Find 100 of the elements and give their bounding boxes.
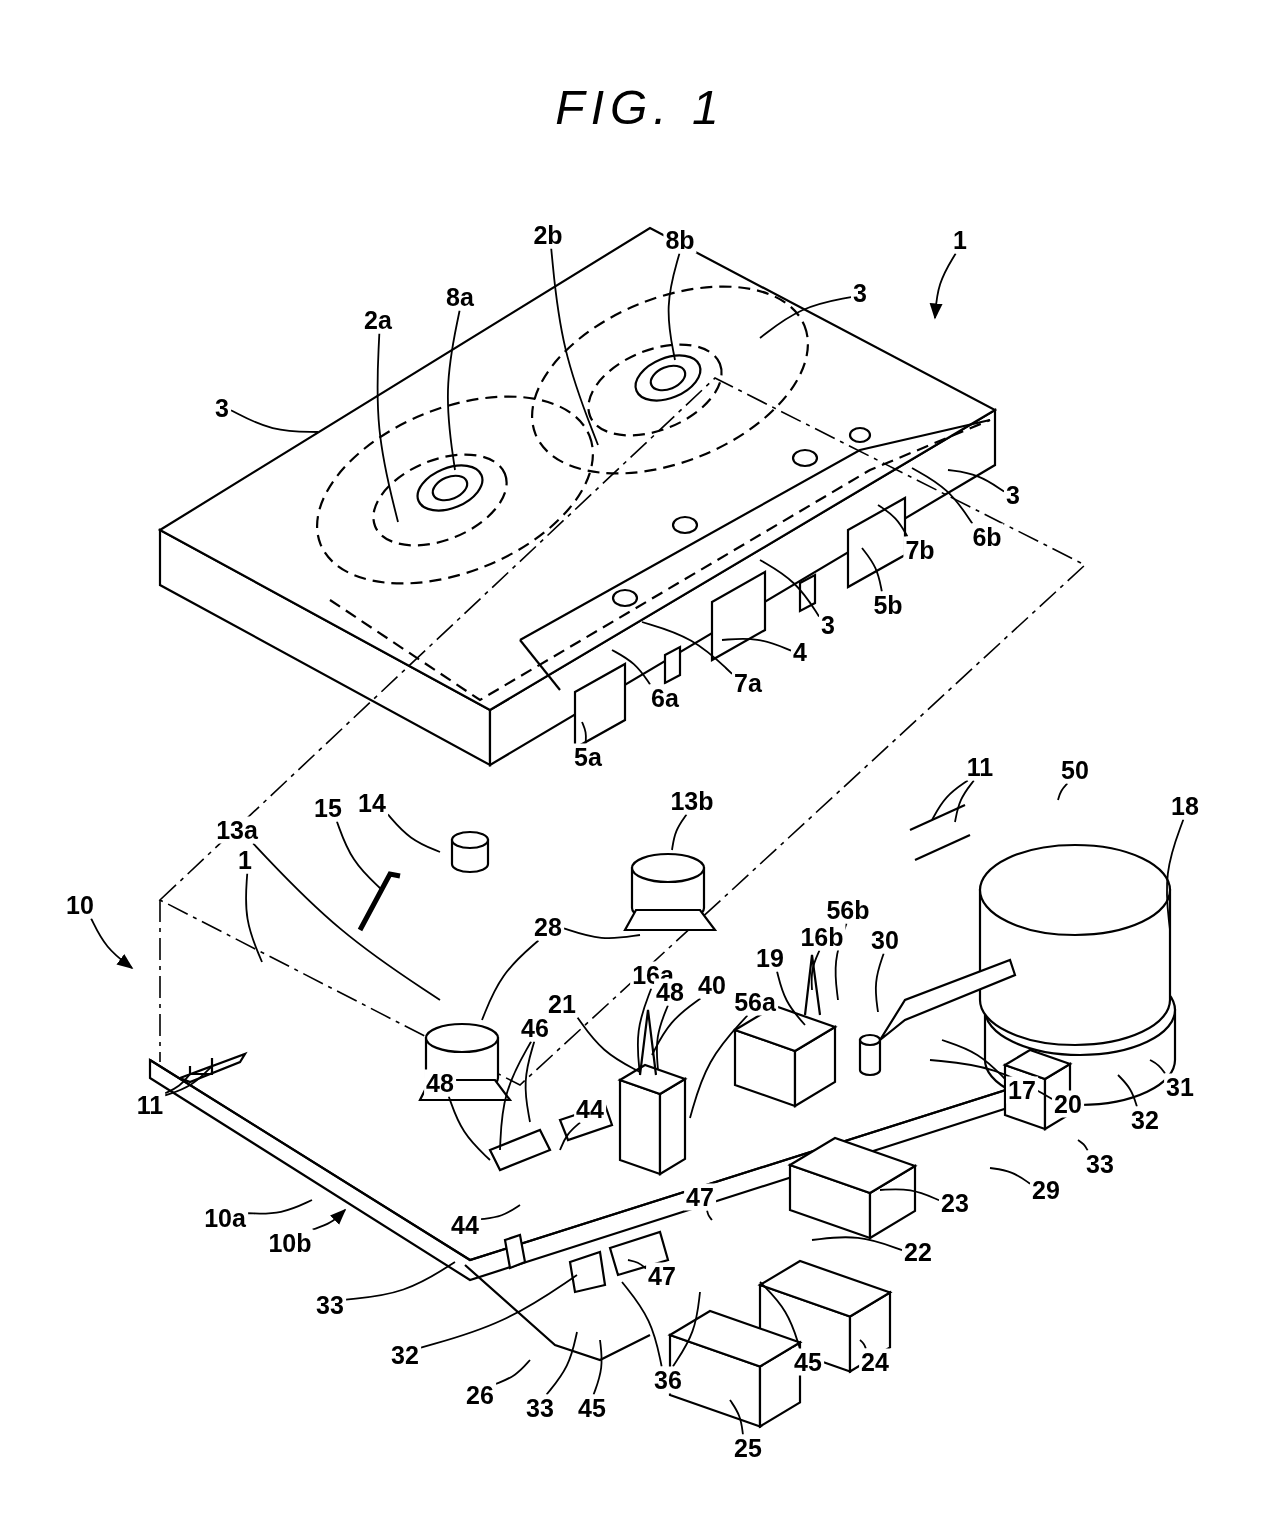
leader-line [627,1259,647,1270]
callout-number: 1 [953,225,967,254]
leader-line [592,1339,603,1396]
leader-line [859,1339,867,1350]
leader-line [611,649,651,686]
callout-number: 46 [521,1013,549,1042]
leader-line [524,1040,536,1123]
leader-line [576,1016,641,1073]
callout-number: 33 [1086,1149,1114,1178]
leader-line [1117,1074,1138,1108]
callout-number: 47 [648,1261,676,1290]
leader-line [550,247,599,446]
callout-number: 33 [526,1393,554,1422]
callout-number: 11 [966,752,994,781]
leader-line [759,296,852,339]
callout-number: 14 [358,788,386,817]
leader-line [245,872,263,963]
leader-line [667,252,681,361]
leader-line [447,309,461,471]
leader-line [636,987,653,1076]
leader-line [246,1199,313,1215]
callout-number: 5a [574,742,602,771]
leader-line [651,997,702,1056]
leader-line [164,1065,213,1097]
leader-line [954,779,975,823]
callout-number: 19 [756,943,784,972]
callout-number: 47 [686,1182,714,1211]
leader-line [1149,1059,1166,1075]
callout-number: 11 [136,1090,164,1119]
callout-number: 6a [651,683,679,712]
callout-number: 32 [1131,1105,1159,1134]
callout-number: 30 [871,925,899,954]
leader-line [874,952,885,1013]
leader-line [230,409,319,433]
leader-line [1057,782,1069,801]
callout-number: 20 [1054,1089,1082,1118]
callout-number: 24 [861,1347,889,1376]
leader-line [581,721,587,745]
callout-number: 13b [670,786,714,815]
callout-number: 6b [972,522,1002,551]
leader-line [776,970,806,1026]
callout-number: 5b [873,590,903,619]
leader-line [481,939,540,1021]
callout-number: 48 [426,1068,454,1097]
leader-line [759,559,820,618]
leader-line [721,637,792,652]
callout-number: 45 [578,1393,606,1422]
callout-number: 10b [268,1228,312,1257]
callout-number: 44 [576,1094,604,1123]
leader-line [689,1014,749,1119]
leader-line [879,1188,940,1202]
callout-number: 2b [533,220,563,249]
leader-line [1166,818,1185,931]
callout-number: 3 [821,610,835,639]
leader-line [671,813,688,851]
callout-number: 36 [654,1365,682,1394]
callout-number: 18 [1171,791,1199,820]
callout-number: 17 [1008,1075,1036,1104]
leader-line [861,547,883,593]
leader-line [641,621,733,675]
leader-line [672,1291,701,1368]
leader-line [336,820,383,891]
callout-number: 16b [800,922,844,951]
callout-number: 8a [446,282,474,311]
leader-line [495,1359,531,1385]
leader-line [559,1121,581,1151]
callout-number: 7b [905,535,935,564]
callout-number: 7a [734,668,762,697]
leader-line [911,467,974,525]
leader-line [706,1209,713,1221]
callout-number: 2a [364,305,392,334]
leader-line [420,1274,578,1349]
callout-number: 13a [216,815,258,844]
leader-line [931,779,969,821]
callout-number: 15 [314,793,342,822]
arrow [929,252,957,320]
leader-line [252,842,441,1001]
callout-number: 4 [793,637,807,666]
leader-line [729,1399,744,1436]
callout-number: 3 [853,278,867,307]
leader-line [810,949,821,991]
callout-number: 1 [238,845,252,874]
leader-line [499,1040,533,1151]
callout-number: 3 [1006,480,1020,509]
leader-line [387,813,441,853]
callout-number: 21 [548,989,576,1018]
callout-number: 26 [466,1380,494,1409]
callout-number: 33 [316,1290,344,1319]
callout-number: 31 [1166,1072,1194,1101]
callout-number: 44 [451,1210,479,1239]
callout-number: 32 [391,1340,419,1369]
leader-line [376,332,399,523]
callout-number: 23 [941,1188,969,1217]
leader-line [164,1073,191,1095]
leader-line [941,1039,1007,1081]
callout-number: 56b [826,895,870,924]
leader-line [345,1261,456,1301]
callout-number: 28 [534,912,562,941]
leader-line [989,1167,1031,1185]
callout-number: 3 [215,393,229,422]
